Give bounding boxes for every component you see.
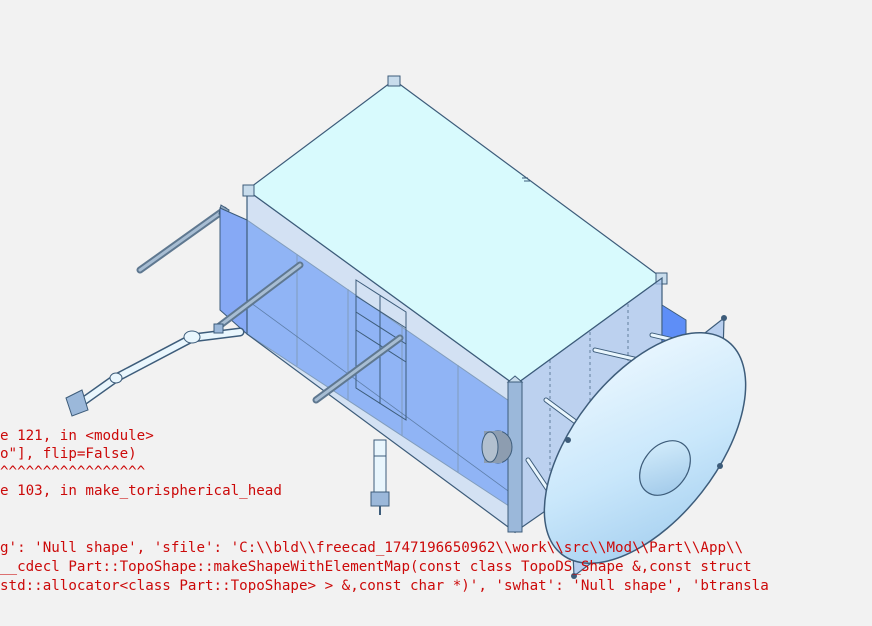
- front-left-arm: [65, 323, 245, 417]
- bottom-antenna: [370, 439, 390, 515]
- panel-struts: [214, 261, 404, 404]
- rear-boom: [136, 204, 230, 274]
- panel-cylinder: [481, 430, 513, 464]
- antenna-dish: [543, 315, 747, 579]
- satellite-model[interactable]: [65, 75, 785, 599]
